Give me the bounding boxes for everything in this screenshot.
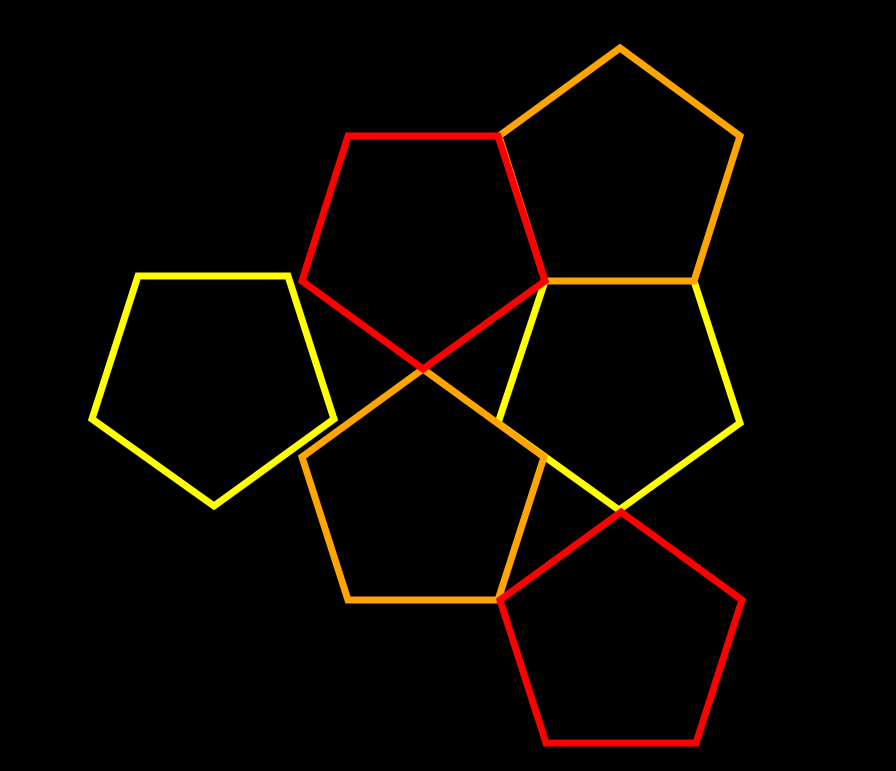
pentagon-yellow-left — [87, 272, 339, 511]
pentagon-orange-center — [297, 364, 549, 604]
pentagon-red-top — [297, 132, 550, 374]
pentagon-orange-top-right — [494, 43, 745, 285]
pentagon-red-bottom — [495, 507, 747, 747]
